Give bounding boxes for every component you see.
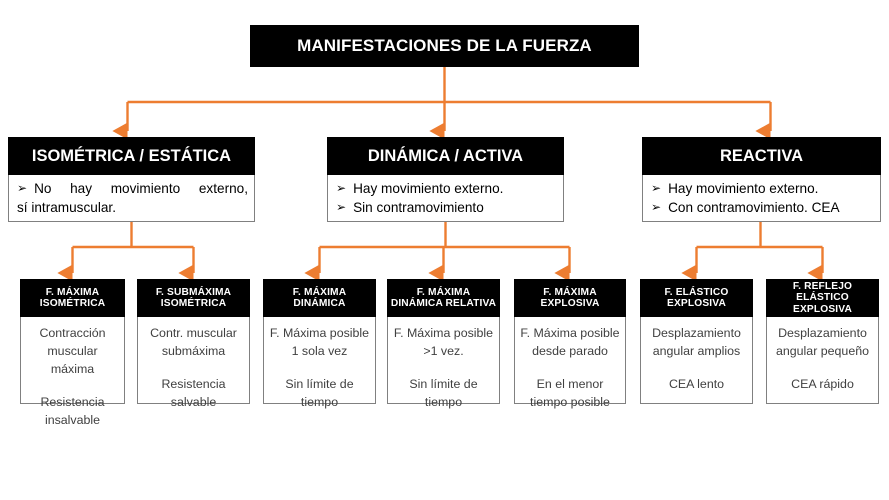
body-line-1: F. Máxima posible (393, 326, 494, 340)
node-isometrica-estatica-body: ➢ No hay movimiento externo, sí intramus… (8, 175, 255, 222)
node-fuerza-maxima-explosiva: F. MÁXIMA EXPLOSIVA F. Máxima posible de… (514, 279, 626, 409)
bullet-arrow-icon: ➢ (651, 181, 662, 195)
body-line-3: En el menor (536, 377, 604, 392)
body-line-4: tiempo (300, 395, 339, 410)
title-line-2: DINÁMICA (293, 298, 346, 309)
node-fuerza-maxima-isometrica-body: Contracción muscular máxima Resistencia … (20, 317, 125, 427)
title-line-1: F. REFLEJO ELÁSTICO (792, 280, 853, 304)
node-isometrica-estatica-title: ISOMÉTRICA / ESTÁTICA (8, 137, 255, 175)
bullet-arrow-icon: ➢ (336, 181, 347, 195)
node-fuerza-maxima-isometrica-title: F. MÁXIMA ISOMÉTRICA (20, 279, 125, 317)
body-line-4: insalvable (44, 413, 101, 428)
node-fuerza-maxima-isometrica: F. MÁXIMA ISOMÉTRICA Contracción muscula… (20, 279, 125, 427)
title-line-1: F. MÁXIMA (543, 286, 597, 298)
body-line-1: Contracción (39, 326, 106, 340)
bullet-arrow-icon: ➢ (336, 200, 347, 215)
bullet-arrow-icon: ➢ (17, 181, 28, 195)
body-line-3: CEA rápido (791, 377, 854, 392)
root-node-title: MANIFESTACIONES DE LA FUERZA (250, 25, 639, 67)
bullet-arrow-icon: ➢ (651, 200, 662, 215)
node-isometrica-estatica-bullet-1: No hay movimiento externo, (34, 181, 248, 196)
title-line-1: F. MÁXIMA (416, 286, 471, 298)
body-line-2: muscular máxima (47, 344, 98, 377)
title-line-1: F. SUBMÁXIMA (155, 286, 232, 298)
node-fuerza-maxima-dinamica-relativa-title: F. MÁXIMA DINÁMICA RELATIVA (387, 279, 500, 317)
node-fuerza-elastico-explosiva: F. ELÁSTICO EXPLOSIVA Desplazamiento ang… (640, 279, 753, 404)
body-line-2: >1 vez. (423, 344, 464, 359)
node-fuerza-submaxima-isometrica-body: Contr. muscular submáxima Resistencia sa… (137, 317, 250, 409)
root-node: MANIFESTACIONES DE LA FUERZA (250, 25, 639, 67)
title-line-1: F. MÁXIMA (45, 286, 100, 298)
node-dinamica-activa-bullet-1: Hay movimiento externo. (353, 181, 504, 196)
node-fuerza-reflejo-elastico-explosiva-body: Desplazamiento angular pequeño CEA rápid… (766, 317, 879, 404)
node-fuerza-submaxima-isometrica: F. SUBMÁXIMA ISOMÉTRICA Contr. muscular … (137, 279, 250, 409)
node-dinamica-activa-title: DINÁMICA / ACTIVA (327, 137, 564, 175)
body-line-3: Resistencia (161, 377, 226, 392)
body-line-1: Desplazamiento (652, 326, 741, 340)
node-reactiva-title: REACTIVA (642, 137, 881, 175)
node-fuerza-maxima-dinamica-title: F. MÁXIMA DINÁMICA (263, 279, 376, 317)
body-line-4: salvable (170, 395, 217, 410)
node-dinamica-activa-bullet-2: Sin contramovimiento (353, 200, 484, 216)
node-fuerza-elastico-explosiva-body: Desplazamiento angular amplios CEA lento (640, 317, 753, 404)
title-line-2: ISOMÉTRICA (39, 298, 106, 309)
node-reactiva: REACTIVA ➢ Hay movimiento externo. ➢ Con… (642, 137, 881, 222)
node-reactiva-body: ➢ Hay movimiento externo. ➢ Con contramo… (642, 175, 881, 222)
node-reactiva-bullet-1: Hay movimiento externo. (668, 181, 819, 196)
node-isometrica-estatica: ISOMÉTRICA / ESTÁTICA ➢ No hay movimient… (8, 137, 255, 222)
body-line-1: F. Máxima posible (269, 326, 370, 340)
node-fuerza-maxima-explosiva-body: F. Máxima posible desde parado En el men… (514, 317, 626, 409)
title-line-2: EXPLOSIVA (540, 298, 600, 309)
body-line-2: 1 sola vez (291, 344, 348, 359)
body-line-2: submáxima (161, 344, 226, 359)
node-fuerza-maxima-explosiva-title: F. MÁXIMA EXPLOSIVA (514, 279, 626, 317)
body-line-2: desde parado (532, 344, 608, 359)
node-fuerza-maxima-dinamica: F. MÁXIMA DINÁMICA F. Máxima posible 1 s… (263, 279, 376, 409)
title-line-2: ISOMÉTRICA (160, 298, 227, 309)
body-line-1: F. Máxima posible (520, 326, 620, 340)
body-line-1: Contr. muscular (150, 326, 237, 340)
body-line-2: angular amplios (652, 344, 741, 359)
body-line-3: CEA lento (668, 377, 725, 392)
body-line-1: Desplazamiento (778, 326, 867, 340)
node-fuerza-maxima-dinamica-relativa: F. MÁXIMA DINÁMICA RELATIVA F. Máxima po… (387, 279, 500, 409)
node-fuerza-elastico-explosiva-title: F. ELÁSTICO EXPLOSIVA (640, 279, 753, 317)
node-isometrica-estatica-bullet-2: sí intramuscular. (17, 200, 116, 216)
title-line-1: F. ELÁSTICO (664, 286, 729, 298)
node-fuerza-maxima-dinamica-body: F. Máxima posible 1 sola vez Sin límite … (263, 317, 376, 409)
body-line-4: tiempo (424, 395, 463, 410)
title-line-1: F. MÁXIMA (292, 286, 347, 298)
body-line-2: angular pequeño (775, 344, 869, 359)
body-line-4: tiempo posible (530, 395, 610, 410)
title-line-2: DINÁMICA RELATIVA (390, 298, 497, 309)
node-reactiva-bullet-2: Con contramovimiento. CEA (668, 200, 840, 216)
body-line-3: Sin límite de (409, 377, 478, 392)
node-dinamica-activa: DINÁMICA / ACTIVA ➢ Hay movimiento exter… (327, 137, 564, 222)
node-fuerza-reflejo-elastico-explosiva: F. REFLEJO ELÁSTICO EXPLOSIVA Desplazami… (766, 279, 879, 404)
node-fuerza-maxima-dinamica-relativa-body: F. Máxima posible >1 vez. Sin límite de … (387, 317, 500, 409)
node-fuerza-submaxima-isometrica-title: F. SUBMÁXIMA ISOMÉTRICA (137, 279, 250, 317)
body-line-3: Sin límite de (285, 377, 354, 392)
node-dinamica-activa-body: ➢ Hay movimiento externo. ➢ Sin contramo… (327, 175, 564, 222)
body-line-3: Resistencia (40, 395, 105, 410)
title-line-2: EXPLOSIVA (793, 303, 852, 315)
title-line-2: EXPLOSIVA (667, 298, 726, 309)
node-fuerza-reflejo-elastico-explosiva-title: F. REFLEJO ELÁSTICO EXPLOSIVA (766, 279, 879, 317)
